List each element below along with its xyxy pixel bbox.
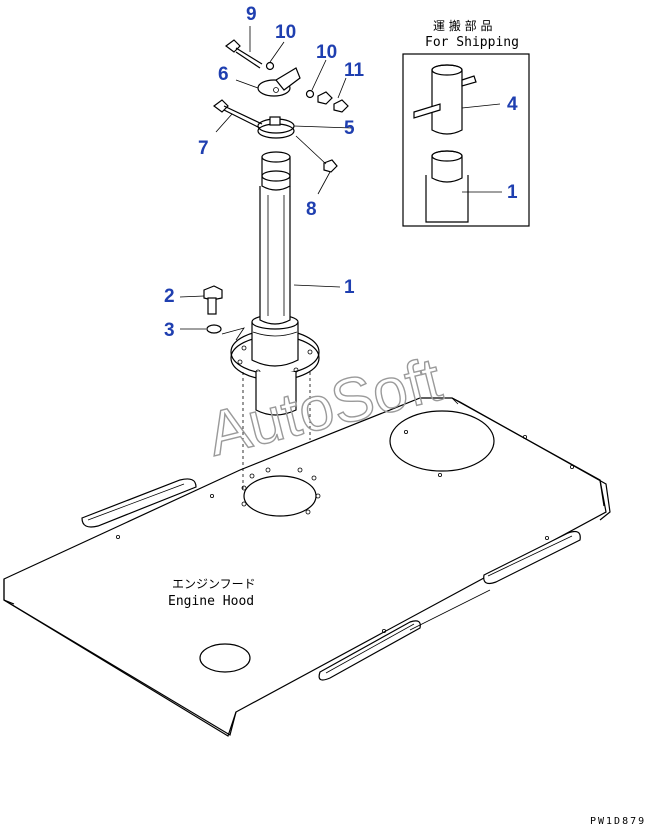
- callout-10-left: 10: [275, 22, 296, 43]
- exhaust-stack-pipe: [230, 151, 320, 490]
- callout-11: 11: [344, 60, 365, 81]
- callout-10-right: 10: [316, 42, 337, 63]
- washer-10-right: [305, 89, 315, 99]
- clamp-band: [257, 116, 295, 139]
- bolt-hole-pattern: [116, 429, 575, 634]
- plate-6: [257, 67, 301, 97]
- inset-title-jp: 運 搬 部 品: [433, 18, 492, 33]
- inset-title-en: For Shipping: [425, 35, 519, 50]
- callout-8: 8: [306, 199, 317, 220]
- bolt-7: [213, 99, 263, 129]
- nuts-11: [317, 91, 349, 113]
- callout-5: 5: [344, 118, 355, 139]
- bolt-9: [225, 39, 263, 69]
- callout-3: 3: [164, 320, 175, 341]
- callout-1-inset: 1: [507, 182, 518, 203]
- leader-lines: [179, 26, 353, 330]
- bolt-2: [203, 285, 223, 315]
- drawing-code: PW1D879: [590, 816, 646, 827]
- hood-label-jp: エンジンフード: [172, 577, 256, 591]
- callout-9: 9: [246, 4, 257, 25]
- engine-hood: [3, 397, 611, 737]
- callout-4: 4: [507, 94, 518, 115]
- callout-6: 6: [218, 64, 229, 85]
- callout-2: 2: [164, 286, 175, 307]
- washer-10-left: [265, 61, 275, 71]
- nut-8: [295, 135, 338, 173]
- shipping-parts-inset: 運 搬 部 品 For Shipping: [402, 18, 530, 227]
- callout-1: 1: [344, 277, 355, 298]
- hood-label-en: Engine Hood: [168, 594, 254, 609]
- callout-7: 7: [198, 138, 209, 159]
- washer-3: [206, 324, 245, 341]
